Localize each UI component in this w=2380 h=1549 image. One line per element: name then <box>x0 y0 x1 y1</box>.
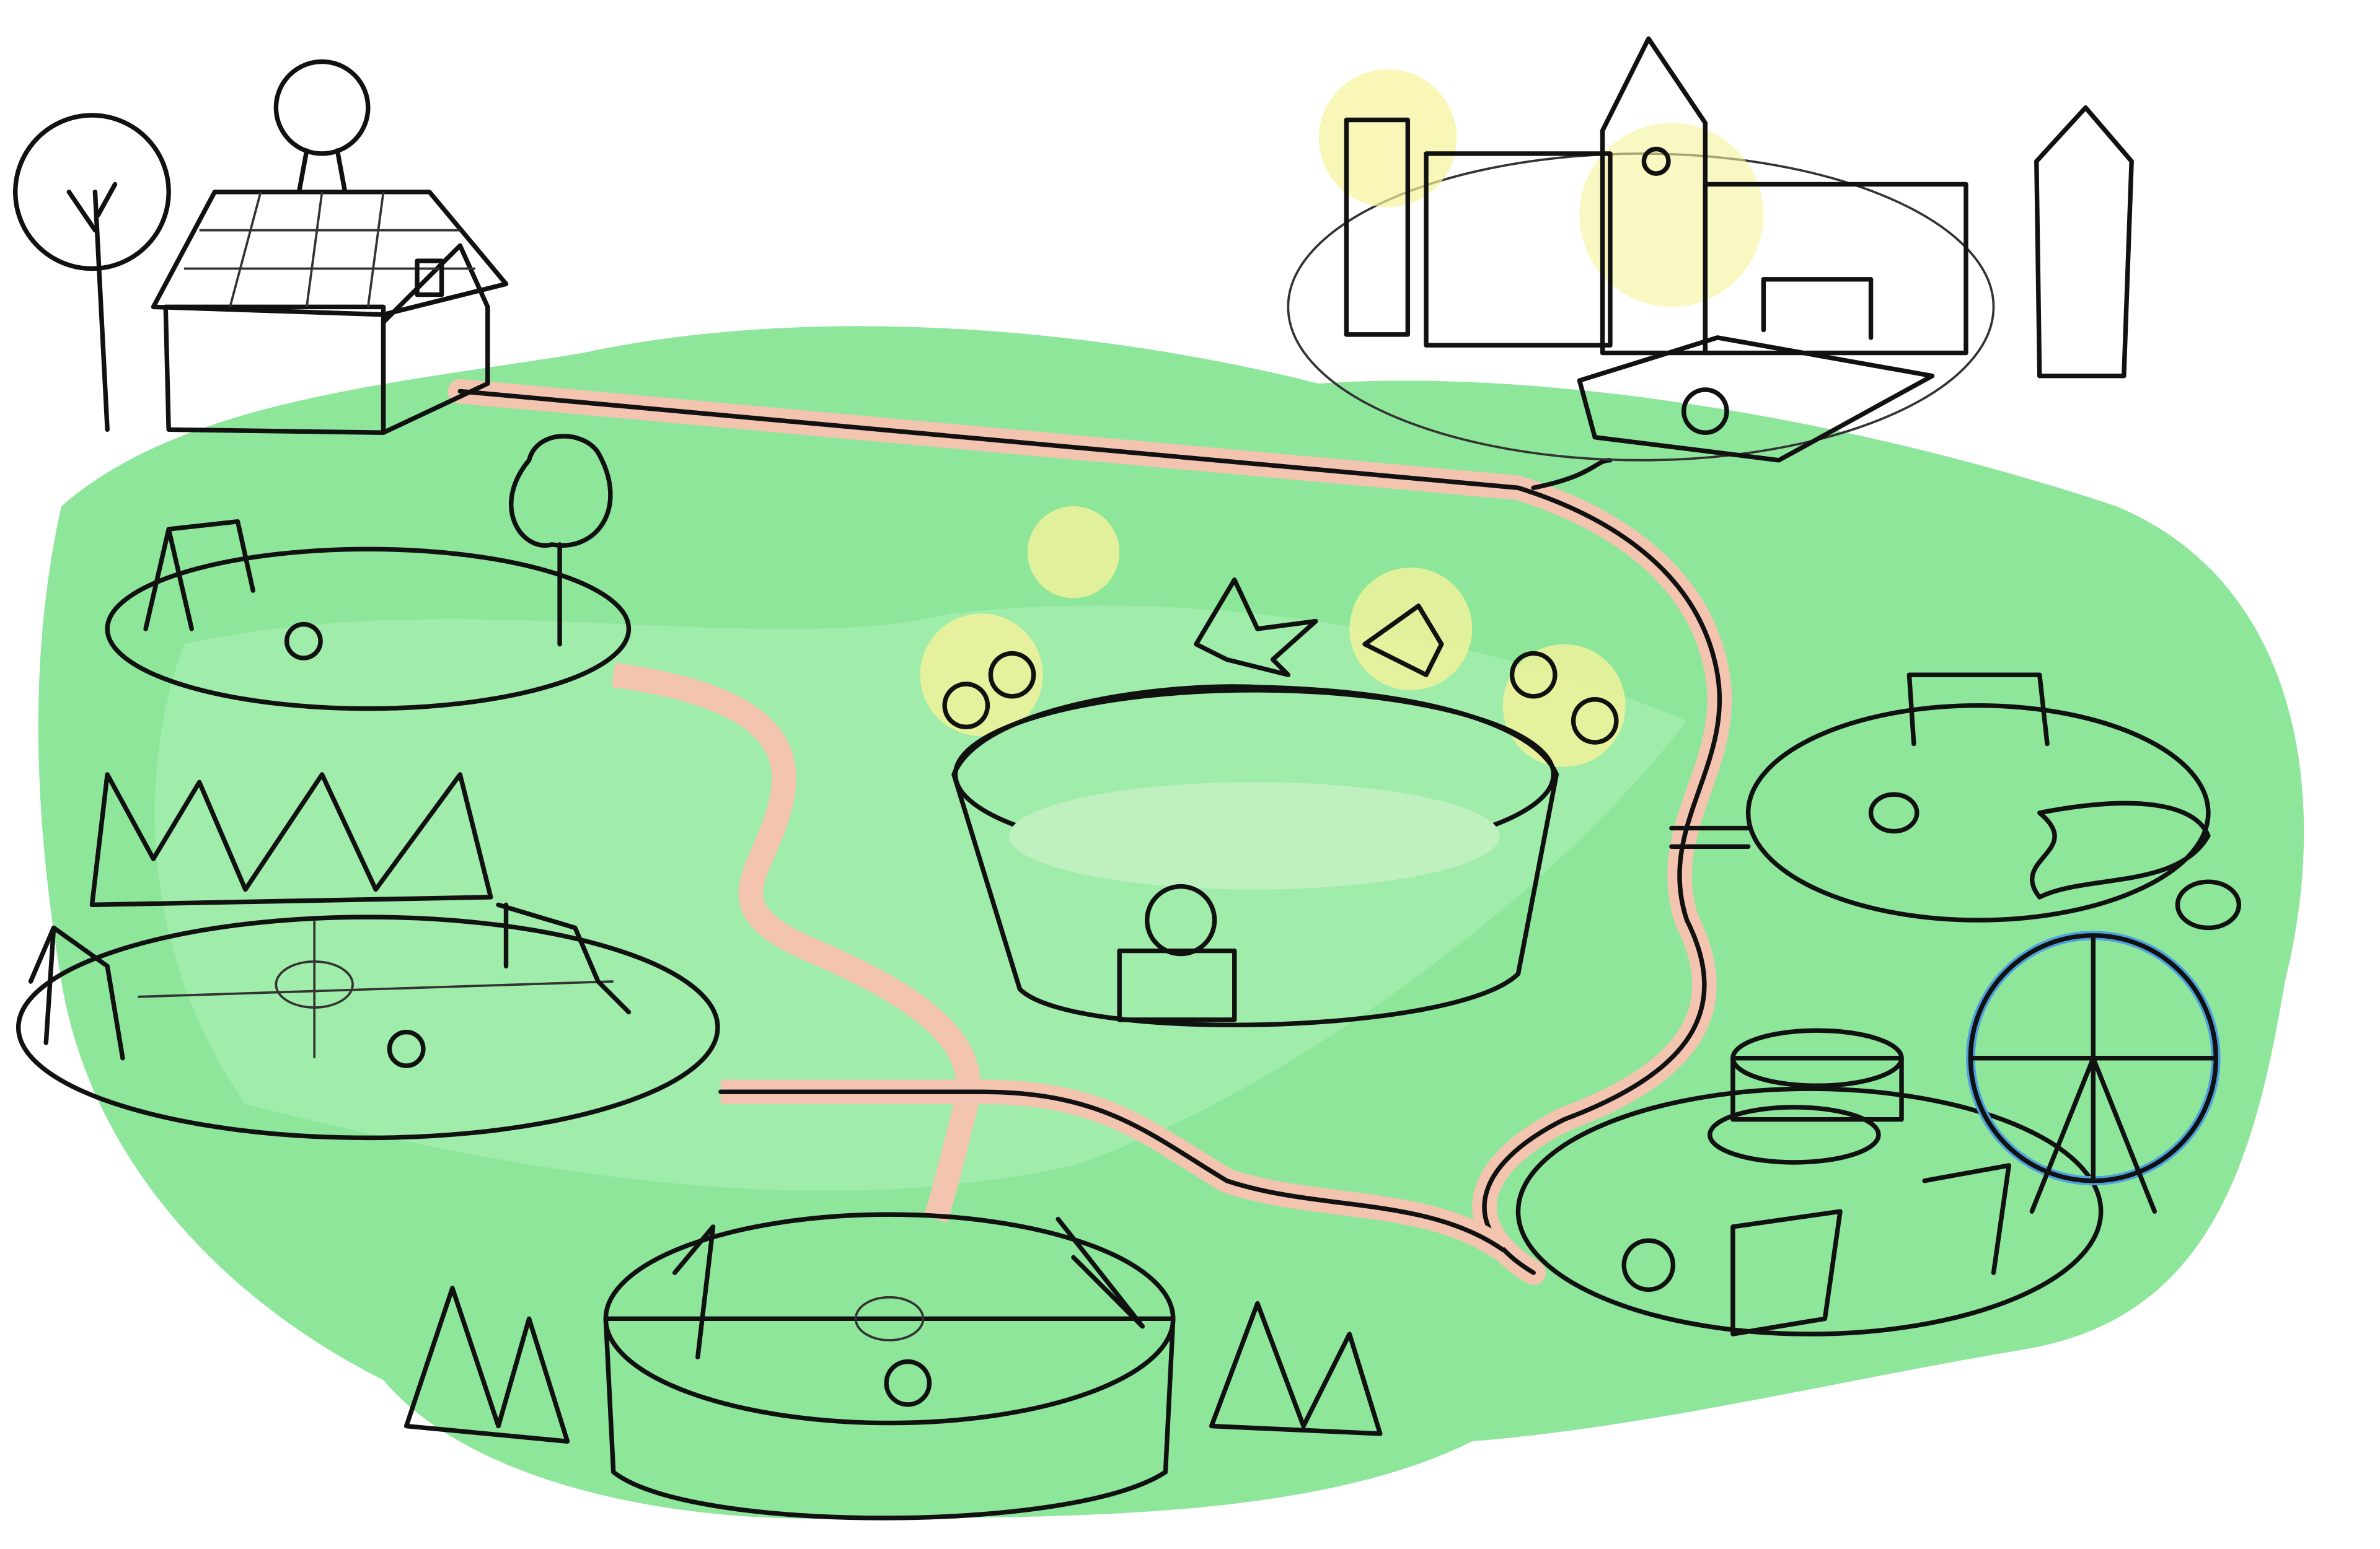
soccer-ball-icon <box>273 59 371 156</box>
amusement-park <box>1515 879 2242 1336</box>
soccer-ball-icon <box>1681 387 1729 435</box>
castle <box>1287 36 2134 463</box>
soccer-ball-icon <box>1621 1238 1676 1292</box>
soccer-ball-icon <box>284 621 323 660</box>
field-right <box>1745 672 2211 923</box>
forest-left <box>89 772 493 908</box>
roads <box>447 379 1751 1285</box>
stadium <box>920 506 1626 1027</box>
stump-field <box>403 1212 1383 1520</box>
soccer-ball-icon <box>884 1359 932 1407</box>
grass-island <box>38 326 2304 1519</box>
round-tree <box>13 113 171 432</box>
field-upper-left <box>105 434 632 711</box>
soccer-ball-icon <box>1145 884 1217 957</box>
field-left <box>15 902 720 1141</box>
house <box>151 59 509 435</box>
soccer-ball-icon <box>387 1029 426 1068</box>
